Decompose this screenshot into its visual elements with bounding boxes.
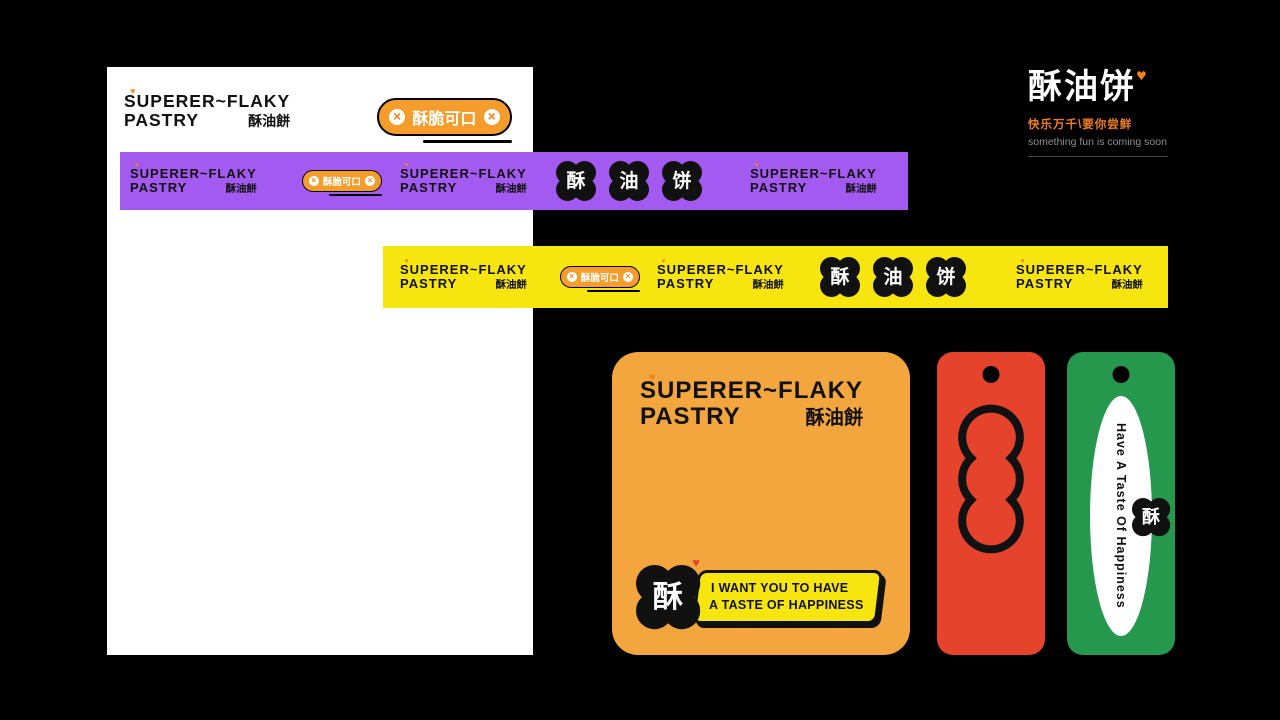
heart-icon: ♥: [1020, 258, 1026, 266]
blob-char: 酥: [1141, 506, 1161, 527]
green-hang-tag: Have A Taste Of Happiness 酥: [1067, 352, 1175, 655]
sparkle-x-icon: ×: [483, 108, 500, 126]
tagline-english: something fun is coming soon: [1028, 136, 1168, 157]
brand-logo: ♥SUPERER~FLAKY PASTRY 酥油餅: [400, 163, 527, 195]
logo-chinese: 酥油餅: [495, 183, 527, 195]
oval-text: Have A Taste Of Happiness: [1114, 423, 1128, 609]
clover-blob-icon: 油: [873, 257, 913, 297]
logo-chinese: 酥油餅: [845, 183, 877, 195]
sparkle-x-icon: ×: [365, 176, 375, 186]
logo-chinese: 酥油餅: [495, 279, 527, 291]
logo-line1: SUPERER~FLAKY: [640, 377, 864, 404]
slogan-line1: I WANT YOU TO HAVE: [711, 581, 849, 596]
heart-icon: ♥: [1136, 69, 1149, 83]
clover-blob-icon: 酥: [636, 565, 700, 629]
brand-logo: ♥SUPERER~FLAKY PASTRY 酥油餅: [400, 259, 527, 291]
card-slogan-row: ♥ 酥 I WANT YOU TO HAVE A TASTE OF HAPPIN…: [636, 555, 890, 629]
logo-line1: SUPERER~FLAKY: [657, 261, 784, 277]
blob-char: 油: [619, 170, 639, 192]
sparkle-x-icon: ×: [308, 176, 319, 186]
heart-icon: ♥: [130, 86, 137, 97]
badge-text: 酥脆可口: [322, 177, 361, 188]
sparkle-x-icon: ×: [623, 272, 633, 282]
blob-char: 酥: [652, 579, 684, 614]
header-wordmark: 酥油饼♥: [1028, 70, 1168, 104]
heart-icon: ♥: [754, 162, 760, 170]
logo-line2: PASTRY: [130, 179, 188, 195]
blob-character-row: 酥 油 饼: [820, 257, 966, 297]
header-logo-text: 酥油饼: [1028, 67, 1136, 107]
brand-logo: ♥SUPERER~FLAKY PASTRY 酥油餅: [1016, 259, 1143, 291]
logo-chinese: 酥油餅: [225, 183, 257, 195]
badge-text: 酥脆可口: [412, 111, 477, 129]
clover-blob-icon: 饼: [926, 257, 966, 297]
tag-hole: [1112, 366, 1130, 383]
logo-chinese: 酥油餅: [248, 112, 291, 129]
clover-blob-icon: 酥: [556, 161, 596, 201]
slogan-pill: I WANT YOU TO HAVE A TASTE OF HAPPINESS: [691, 570, 883, 624]
heart-icon: ♥: [404, 258, 410, 266]
blob-char: 饼: [936, 266, 956, 288]
heart-icon: ♥: [661, 258, 667, 266]
logo-line1: SUPERER~FLAKY: [400, 261, 527, 277]
clover-blob-icon: 油: [609, 161, 649, 201]
blob-char: 油: [883, 266, 903, 288]
triple-circle-outline-icon: [958, 404, 1024, 554]
logo-line2: PASTRY: [1016, 275, 1074, 291]
brand-logo: ♥ SUPERER~FLAKY PASTRY 酥油餅: [124, 87, 291, 130]
heart-icon: ♥: [404, 162, 410, 170]
logo-line2: PASTRY: [640, 402, 741, 430]
blob-char: 酥: [566, 170, 586, 192]
clover-blob-icon: 酥: [1132, 498, 1170, 536]
logo-line2: PASTRY: [657, 275, 715, 291]
logo-line1: SUPERER~FLAKY: [124, 91, 291, 111]
logo-line2: PASTRY: [750, 179, 808, 195]
crispy-badge: × 酥脆可口 ×: [302, 169, 382, 197]
heart-icon: ♥: [648, 370, 657, 385]
blob-char: 饼: [672, 170, 692, 192]
logo-line2: PASTRY: [400, 179, 458, 195]
logo-line2-row: PASTRY 酥油餅: [124, 109, 291, 130]
crispy-badge: × 酥脆可口 ×: [377, 98, 512, 144]
blob-with-heart: ♥ 酥: [636, 555, 700, 629]
logo-line1: SUPERER~FLAKY: [1016, 261, 1143, 277]
clover-blob-icon: 饼: [662, 161, 702, 201]
logo-line2: PASTRY: [400, 275, 458, 291]
blob-character-row: 酥 油 饼: [556, 161, 702, 201]
logo-line1: SUPERER~FLAKY: [130, 165, 257, 181]
tagline-chinese: 快乐万千\要你尝鲜: [1028, 119, 1133, 131]
sparkle-x-icon: ×: [566, 272, 577, 282]
brand-logo: ♥SUPERER~FLAKY PASTRY 酥油餅: [657, 259, 784, 291]
brand-logo: ♥SUPERER~FLAKY PASTRY 酥油餅: [750, 163, 877, 195]
badge-text: 酥脆可口: [580, 273, 619, 284]
logo-chinese: 酥油餅: [805, 407, 864, 429]
brand-logo: ♥SUPERER~FLAKY PASTRY 酥油餅: [640, 371, 864, 430]
heart-icon: ♥: [692, 555, 700, 570]
clover-blob-icon: 酥: [820, 257, 860, 297]
logo-line1: SUPERER~FLAKY: [400, 165, 527, 181]
slogan-line2: A TASTE OF HAPPINESS: [708, 598, 864, 612]
tag-hole: [982, 366, 1000, 383]
logo-line2: PASTRY: [124, 109, 200, 130]
heart-icon: ♥: [134, 162, 140, 170]
logo-line1: SUPERER~FLAKY: [750, 165, 877, 181]
red-hang-tag: [937, 352, 1045, 655]
logo-line1-row: ♥ SUPERER~FLAKY: [124, 87, 291, 111]
blob-char: 酥: [830, 266, 850, 288]
logo-chinese: 酥油餅: [752, 279, 784, 291]
brand-logo: ♥SUPERER~FLAKY PASTRY 酥油餅: [130, 163, 257, 195]
logo-chinese: 酥油餅: [1111, 279, 1143, 291]
sparkle-x-icon: ×: [388, 108, 406, 126]
crispy-badge: × 酥脆可口 ×: [560, 265, 640, 293]
header-logo-block: 酥油饼♥ 快乐万千\要你尝鲜 something fun is coming s…: [1028, 70, 1168, 157]
